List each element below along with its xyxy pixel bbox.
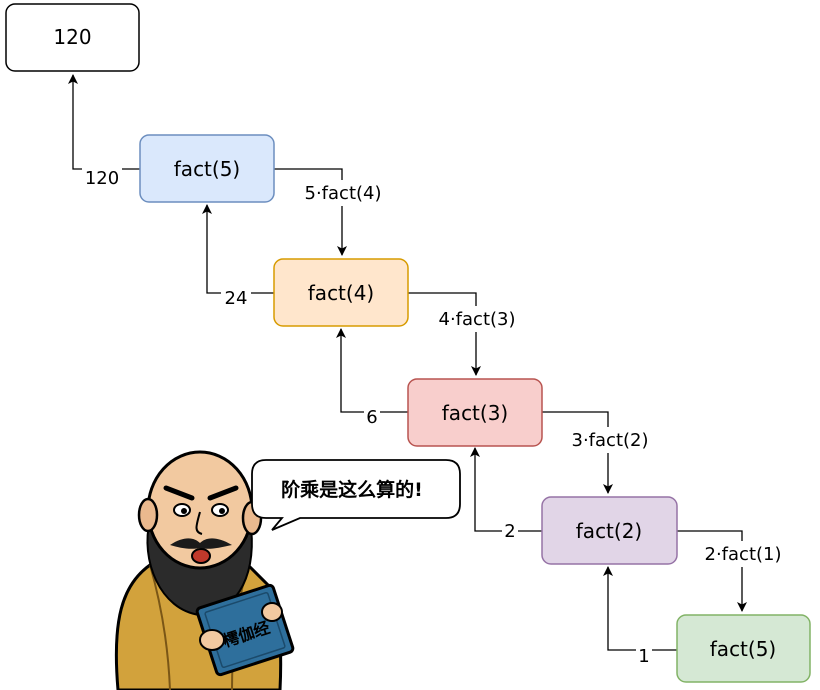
return-edge (603, 566, 677, 651)
return-labels: 120 24 6 2 1 (82, 165, 652, 667)
speech-bubble: 阶乘是这么算的! (251, 459, 461, 531)
node-label: fact(4) (308, 281, 374, 305)
node-label: fact(5) (174, 157, 240, 181)
return-label: 6 (366, 407, 377, 428)
return-edge (202, 204, 274, 294)
return-edge (336, 328, 408, 413)
call-label: 2·fact(1) (705, 544, 782, 565)
node-box (273, 258, 409, 327)
return-edge (470, 447, 542, 532)
node-label: fact(2) (576, 519, 642, 543)
return-label: 24 (225, 288, 248, 309)
node-label: fact(5) (710, 637, 776, 661)
return-label: 120 (85, 168, 119, 189)
node-box (407, 378, 543, 447)
call-labels: 5·fact(4) 4·fact(3) 3·fact(2) 2·fact(1) (296, 180, 790, 567)
return-edge (68, 74, 140, 170)
return-label: 2 (504, 521, 515, 542)
call-label: 4·fact(3) (439, 309, 516, 330)
node-box (541, 496, 678, 565)
call-edge (677, 530, 747, 612)
call-nodes: fact(5) fact(4) fact(3) fact(2) fact(5) (139, 134, 811, 683)
node-box (676, 614, 811, 683)
call-edge (274, 168, 347, 256)
call-label: 3·fact(2) (572, 430, 649, 451)
call-edges (274, 168, 747, 612)
result-box: 120 (5, 3, 140, 72)
return-label: 1 (638, 646, 649, 667)
call-label: 5·fact(4) (305, 183, 382, 204)
speech-bubble-text: 阶乘是这么算的! (281, 478, 423, 501)
monk-illustration: 樗伽经 (114, 450, 295, 690)
call-edge (408, 292, 481, 376)
node-label: fact(3) (442, 401, 508, 425)
call-edge (542, 411, 613, 494)
node-box (139, 134, 275, 203)
result-value: 120 (53, 25, 91, 49)
